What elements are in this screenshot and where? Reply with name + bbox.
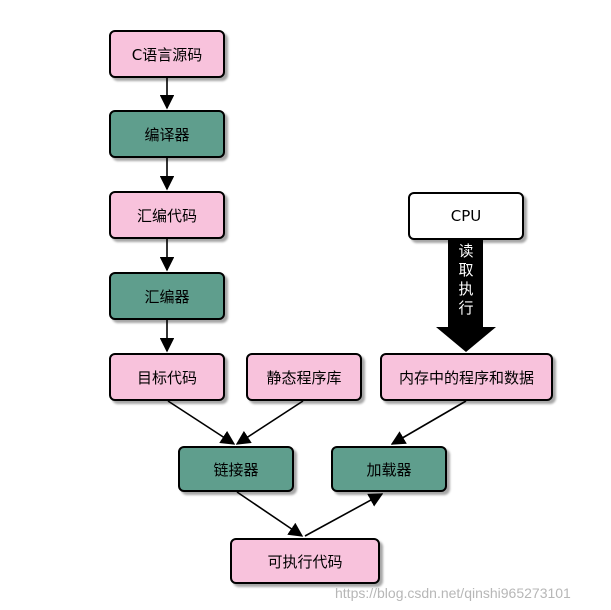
program-in-memory-node: 内存中的程序和数据 — [380, 353, 553, 401]
compiler-node: 编译器 — [109, 110, 225, 158]
static-library-node: 静态程序库 — [246, 353, 362, 401]
watermark: https://blog.csdn.net/qinshi965273101 — [335, 585, 571, 601]
loader-node: 加载器 — [331, 446, 447, 492]
read-execute-label: 读 取 执 行 — [448, 242, 484, 318]
edge-executable-to-loader — [304, 493, 384, 537]
loader-label: 加载器 — [366, 460, 412, 479]
read-execute-char: 行 — [458, 299, 474, 317]
executable-label: 可执行代码 — [267, 552, 343, 571]
read-execute-char: 执 — [458, 280, 474, 298]
linker-node: 链接器 — [178, 446, 294, 492]
object-code-label: 目标代码 — [136, 368, 197, 387]
program-in-memory-label: 内存中的程序和数据 — [398, 368, 534, 387]
edge-linker-to-executable — [236, 491, 304, 537]
edge-object-to-linker — [167, 400, 236, 445]
assembly-code-label: 汇编代码 — [136, 206, 197, 225]
assembler-label: 汇编器 — [144, 287, 190, 306]
static-library-label: 静态程序库 — [266, 368, 342, 387]
linker-label: 链接器 — [213, 460, 259, 479]
cpu-label: CPU — [450, 207, 482, 225]
edge-library-to-linker — [235, 400, 304, 445]
compiler-label: 编译器 — [144, 125, 190, 144]
assembler-node: 汇编器 — [109, 272, 225, 320]
cpu-read-execute-arrow — [436, 240, 496, 352]
read-execute-char: 取 — [458, 261, 474, 279]
read-execute-char: 读 — [458, 242, 474, 260]
assembly-code-node: 汇编代码 — [109, 191, 225, 239]
cpu-node: CPU — [408, 192, 524, 240]
edge-memory-to-loader — [390, 400, 467, 445]
c-source-label: C语言源码 — [131, 45, 203, 64]
executable-node: 可执行代码 — [230, 538, 380, 584]
c-source-node: C语言源码 — [109, 30, 225, 78]
object-code-node: 目标代码 — [109, 353, 225, 401]
